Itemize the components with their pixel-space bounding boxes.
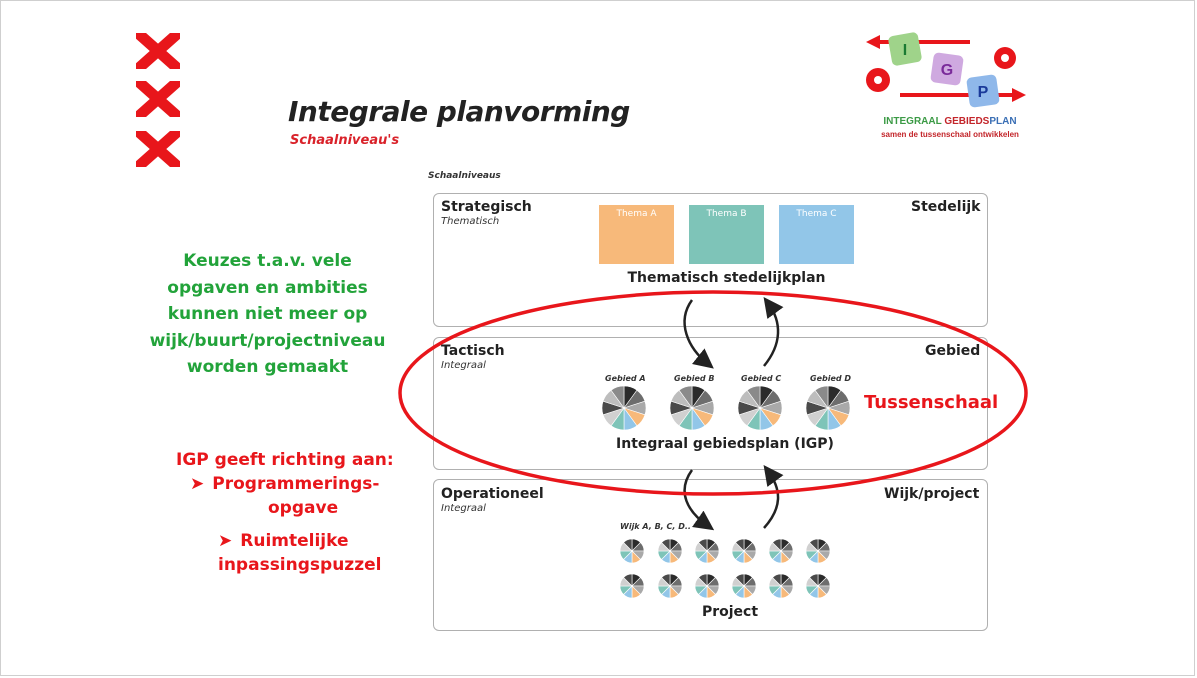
pie-slice bbox=[809, 538, 819, 552]
wijk-pie bbox=[805, 573, 831, 599]
logo-letter-p: P bbox=[978, 84, 989, 101]
wijk-pie bbox=[731, 573, 757, 599]
strategisch-sub: Thematisch bbox=[441, 216, 500, 227]
bullet-arrow-icon: ➤ bbox=[190, 474, 205, 494]
bullet-programmerings-cont: opgave bbox=[268, 498, 339, 518]
gebied-b-label: Gebied B bbox=[674, 374, 715, 383]
stedelijk-label: Stedelijk bbox=[911, 199, 981, 215]
logo-word-integraal: INTEGRAAL bbox=[883, 116, 942, 127]
gebied-pie bbox=[805, 385, 851, 431]
pie-chart-group bbox=[601, 385, 851, 599]
wijk-pie bbox=[768, 538, 794, 564]
gebied-pie bbox=[601, 385, 647, 431]
gebied-a-label: Gebied A bbox=[605, 374, 646, 383]
operationeel-sub: Integraal bbox=[441, 503, 486, 514]
arrow-up-icon bbox=[763, 296, 784, 367]
pie-slice bbox=[772, 538, 782, 552]
page-subtitle: Schaalniveau's bbox=[290, 133, 400, 148]
pie-slice bbox=[735, 573, 745, 587]
wijk-pie bbox=[619, 538, 645, 564]
gebied-pie bbox=[737, 385, 783, 431]
strategisch-label: Strategisch bbox=[441, 199, 532, 215]
project-caption: Project bbox=[701, 604, 759, 620]
wijk-pie bbox=[657, 573, 683, 599]
gebied-d-label: Gebied D bbox=[810, 374, 852, 383]
igp-heading: IGP geeft richting aan: bbox=[176, 450, 394, 470]
tussenschaal-label: Tussenschaal bbox=[864, 392, 999, 413]
arrow-up-icon bbox=[763, 464, 784, 529]
arrow-down-icon bbox=[683, 299, 714, 369]
pie-slice bbox=[772, 573, 782, 587]
pie-slice bbox=[678, 385, 693, 409]
gebied-pie bbox=[669, 385, 715, 431]
bullet-ruimtelijke-cont: inpassingspuzzel bbox=[218, 555, 382, 575]
gebied-c-label: Gebied C bbox=[741, 374, 782, 383]
page-title: Integrale planvorming bbox=[288, 95, 630, 128]
logo-tagline: samen de tussenschaal ontwikkelen bbox=[881, 130, 1019, 139]
wijk-pie bbox=[768, 573, 794, 599]
cross-icon bbox=[136, 81, 180, 117]
pie-slice bbox=[814, 385, 829, 409]
pie-slice bbox=[698, 538, 708, 552]
pie-slice bbox=[698, 573, 708, 587]
theme-a-box: Thema A bbox=[599, 205, 674, 264]
logo-wordmark: INTEGRAAL GEBIEDSPLAN bbox=[860, 116, 1040, 127]
wijk-pie bbox=[694, 538, 720, 564]
wijk-pie bbox=[805, 538, 831, 564]
pie-slice bbox=[610, 385, 625, 409]
wijk-pie bbox=[657, 538, 683, 564]
theme-c-box: Thema C bbox=[779, 205, 854, 264]
arrow-down-icon bbox=[683, 469, 715, 531]
keuzes-text: Keuzes t.a.v. vele opgaven en ambities k… bbox=[125, 248, 410, 381]
pie-slice bbox=[809, 573, 819, 587]
cross-icon bbox=[136, 33, 180, 69]
cross-icon bbox=[136, 131, 180, 167]
strategisch-caption: Thematisch stedelijkplan bbox=[627, 270, 826, 286]
wijk-pie bbox=[731, 538, 757, 564]
gebied-label: Gebied bbox=[925, 343, 981, 359]
wijk-pie bbox=[619, 573, 645, 599]
igp-logo: I G P INTEGRAAL GEBIEDSPLAN samen de tus… bbox=[860, 28, 1040, 143]
tussenschaal-ellipse bbox=[398, 290, 1028, 496]
operationeel-label: Operationeel bbox=[441, 486, 544, 502]
diagram-heading: Schaalniveaus bbox=[428, 171, 501, 181]
keuzes-line: Keuzes t.a.v. vele bbox=[183, 251, 352, 271]
pie-slice bbox=[661, 573, 671, 587]
logo-word-plan: PLAN bbox=[989, 116, 1017, 127]
bullet-arrow-icon: ➤ bbox=[218, 531, 233, 551]
tactisch-caption: Integraal gebiedsplan (IGP) bbox=[616, 436, 834, 452]
tactisch-sub: Integraal bbox=[441, 360, 486, 371]
logo-letter-g: G bbox=[941, 62, 953, 79]
logo-word-gebieds: GEBIEDS bbox=[944, 116, 990, 127]
bullet-programmerings: ➤Programmerings- bbox=[190, 474, 380, 494]
wijk-project-label: Wijk/project bbox=[884, 486, 980, 502]
theme-b-box: Thema B bbox=[689, 205, 764, 264]
igp-puzzle-icon: I G P bbox=[866, 32, 1026, 108]
bullet-ruimtelijke: ➤Ruimtelijke bbox=[218, 531, 349, 551]
keuzes-line: opgaven en ambities bbox=[167, 277, 368, 298]
pie-slice bbox=[746, 385, 761, 409]
pie-slice bbox=[623, 573, 633, 587]
keuzes-line: worden gemaakt bbox=[186, 357, 349, 377]
keuzes-line: kunnen niet meer op bbox=[167, 304, 368, 324]
pie-slice bbox=[735, 538, 745, 552]
wijk-pie bbox=[694, 573, 720, 599]
keuzes-line: wijk/buurt/projectniveau bbox=[149, 330, 386, 351]
wijk-label: Wijk A, B, C, D.. bbox=[620, 522, 691, 531]
pie-slice bbox=[623, 538, 633, 552]
logo-letter-i: I bbox=[903, 42, 907, 59]
pie-slice bbox=[661, 538, 671, 552]
tactisch-label: Tactisch bbox=[441, 343, 505, 359]
